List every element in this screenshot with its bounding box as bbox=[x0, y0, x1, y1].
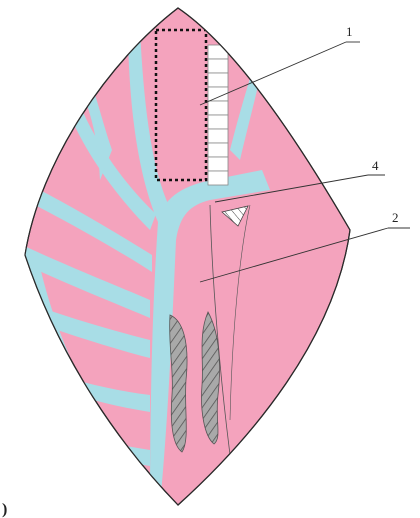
grid-cell bbox=[208, 45, 228, 59]
grid-cell bbox=[208, 129, 228, 143]
grid-cell bbox=[208, 59, 228, 73]
callout-label-4: 4 bbox=[372, 158, 379, 173]
leaf-outline bbox=[25, 8, 350, 505]
grid-cell bbox=[208, 73, 228, 87]
callout-label-2: 2 bbox=[392, 210, 399, 225]
grid-cell bbox=[208, 115, 228, 129]
grid-cells bbox=[208, 45, 228, 185]
grid-cell bbox=[208, 157, 228, 171]
callout-label-1: 1 bbox=[346, 24, 353, 39]
grid-cell bbox=[208, 171, 228, 185]
grid-cell bbox=[208, 101, 228, 115]
corner-mark: ) bbox=[2, 501, 7, 518]
grid-cell bbox=[208, 143, 228, 157]
